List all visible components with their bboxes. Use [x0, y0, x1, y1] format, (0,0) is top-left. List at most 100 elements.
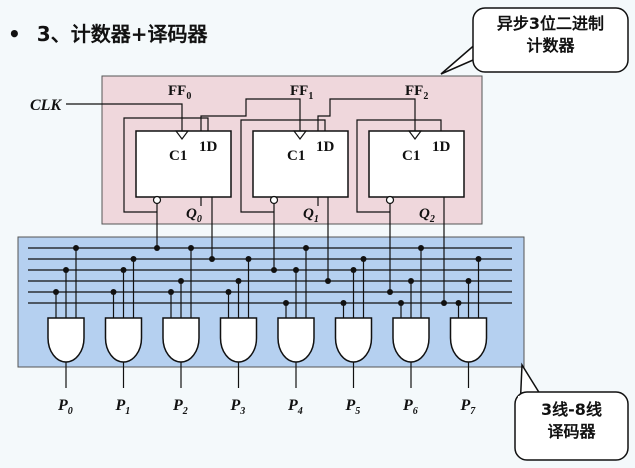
gate-7-tap-0 [455, 300, 462, 306]
gate-2-tap-0 [168, 289, 174, 295]
ff0-name: FF0 [168, 83, 191, 102]
qbar-bubble-0 [152, 195, 162, 205]
ff2-clock-triangle [407, 130, 423, 140]
clk-wire [66, 103, 183, 131]
d-feedback-1 [240, 119, 326, 213]
gate-3-body [219, 317, 258, 363]
gate-5-tap-0 [340, 300, 347, 306]
gate-0-tap-1 [63, 267, 69, 273]
gate-7-body [449, 317, 488, 363]
q-junction-1 [325, 278, 331, 284]
and-gate-5: P5 [334, 256, 373, 417]
ff2-clock-input: C1 [402, 148, 420, 164]
flipflop-1: FF1 C1 1D Q1 [252, 83, 349, 225]
gate-2-body [162, 317, 200, 363]
ff1-name: FF1 [290, 83, 313, 102]
counter-callout-line-2: 计数器 [526, 36, 575, 55]
gate-1-body [104, 317, 143, 363]
ff2-name: FF2 [405, 83, 428, 102]
counter-callout-line-1: 异步3位二进制 [497, 14, 604, 33]
q-junction-0 [209, 256, 215, 262]
heading-text: 3、计数器+译码器 [36, 22, 208, 46]
flipflop-2: FF2 C1 1D Q2 [368, 83, 465, 225]
gate-1-tap-2 [130, 256, 137, 262]
ff0-d-input: 1D [199, 139, 218, 155]
and-gate-3: P3 [219, 256, 258, 417]
ff2-d-input: 1D [432, 139, 451, 155]
gate-0-tap-0 [53, 289, 59, 295]
flipflop-0: FF0 C1 1D Q0 [135, 83, 232, 225]
output-label-2: P2 [172, 397, 188, 417]
decoder-callout-line-1: 3线-8线 [541, 400, 602, 419]
output-label-7: P7 [460, 397, 477, 417]
gate-4-tap-2 [303, 245, 309, 251]
gate-6-tap-1 [408, 278, 414, 284]
gate-7-tap-2 [475, 256, 482, 262]
gate-5-tap-1 [350, 267, 357, 273]
output-label-0: P0 [57, 397, 73, 417]
gate-0-tap-2 [73, 245, 79, 251]
qbar-bubble-1 [269, 195, 279, 205]
output-label-1: P1 [115, 397, 131, 417]
and-gate-7: P7 [449, 256, 488, 417]
ff2-output-label: Q2 [419, 206, 435, 225]
gate-3-tap-1 [235, 278, 242, 284]
gate-6-body [392, 317, 430, 363]
gate-7-tap-1 [465, 278, 472, 284]
gate-2-tap-2 [188, 245, 194, 251]
gate-1-tap-0 [110, 289, 117, 295]
decoder-bus-lines [28, 247, 512, 304]
and-gate-0: P0 [47, 245, 85, 417]
output-label-6: P6 [402, 397, 418, 417]
d-feedback-0 [123, 117, 209, 213]
gate-4-tap-0 [283, 300, 289, 306]
output-label-4: P4 [287, 397, 303, 417]
gate-2-tap-1 [178, 278, 184, 284]
and-gate-6: P6 [392, 245, 430, 417]
and-gate-1: P1 [104, 256, 143, 417]
clk-label: CLK [30, 97, 62, 114]
gate-5-tap-2 [360, 256, 367, 262]
and-gate-4: P4 [277, 245, 315, 417]
counter-to-bus-wires [154, 197, 447, 306]
ff1-clock-triangle [292, 130, 308, 140]
gate-4-body [277, 317, 315, 363]
gate-4-tap-1 [293, 267, 299, 273]
slide-heading: • 3、计数器+译码器 [8, 18, 207, 47]
ff0-clock-triangle [174, 130, 190, 140]
counter-callout-box [472, 7, 629, 73]
ff0-output-label: Q0 [186, 206, 202, 225]
decoder-callout-join [518, 396, 526, 412]
output-label-3: P3 [230, 397, 246, 417]
and-gate-2: P2 [162, 245, 200, 417]
qbar-bubble-2 [385, 195, 395, 205]
decoder-callout-box [514, 391, 629, 461]
ff1-clock-input: C1 [287, 148, 305, 164]
q-junction-2 [441, 300, 447, 306]
gate-6-tap-2 [418, 245, 424, 251]
qbar-junction-2 [387, 289, 393, 295]
gate-3-tap-0 [225, 289, 232, 295]
ff1-output-label: Q1 [303, 206, 319, 225]
gate-3-tap-2 [245, 256, 252, 262]
flipflop-inverted-outputs [152, 195, 395, 205]
gate-6-tap-0 [398, 300, 404, 306]
ff1-body [252, 130, 349, 198]
qbar-junction-0 [154, 245, 160, 251]
decoder-region [17, 236, 525, 368]
bullet-glyph: • [8, 22, 21, 46]
ff0-body [135, 130, 232, 198]
gate-1-tap-1 [120, 267, 127, 273]
gate-5-body [334, 317, 373, 363]
counter-callout-join [476, 40, 482, 58]
ff1-d-input: 1D [316, 139, 335, 155]
ff0-clock-input: C1 [169, 148, 187, 164]
qbar-junction-1 [271, 267, 277, 273]
decoder-callout-line-2: 译码器 [547, 422, 596, 441]
